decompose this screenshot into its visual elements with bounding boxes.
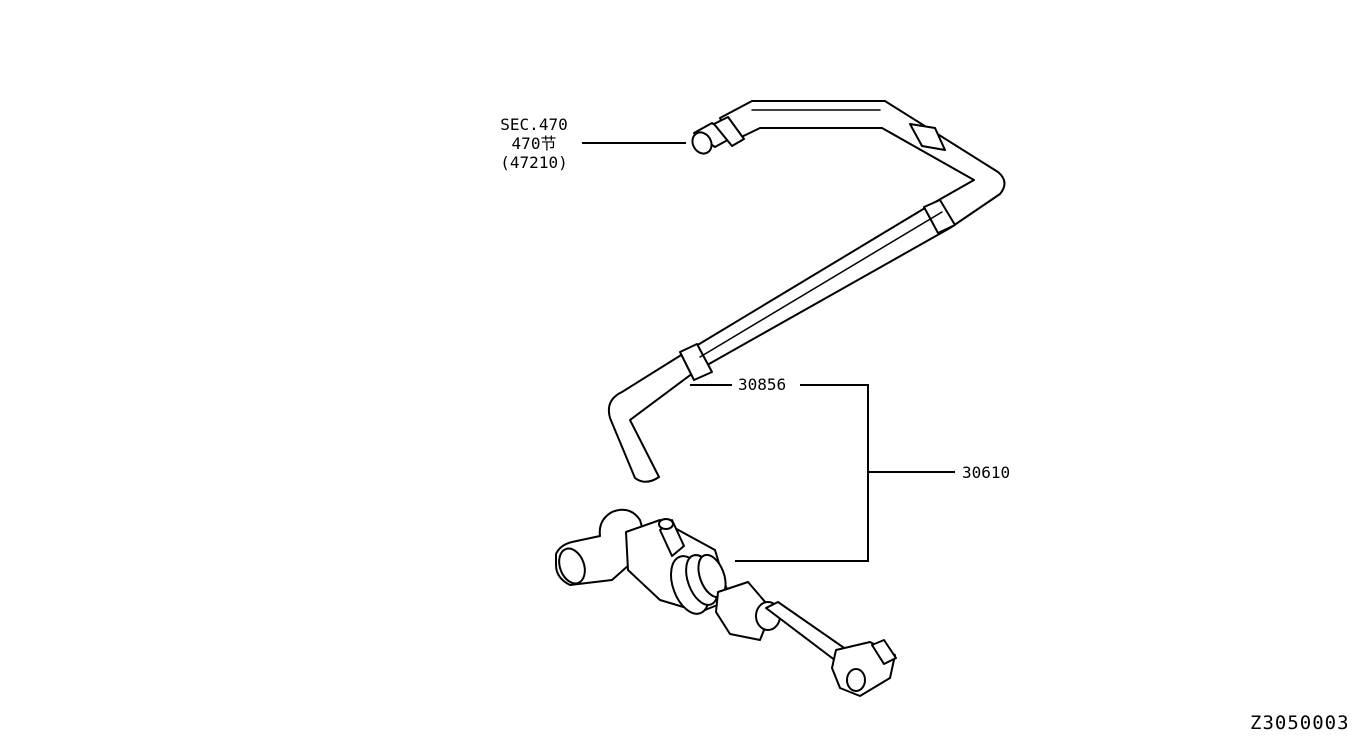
leader-bracket-cylinder [735,384,869,562]
hose-assembly [607,100,1006,483]
sec-ref-line2: 470节 [512,134,557,153]
part-number-hose: 30856 [738,375,786,394]
diagram-code: Z3050003 [1250,712,1350,734]
clutch-master-cylinder [555,508,897,697]
sec-ref-line1: SEC.470 [500,115,567,134]
sec-ref-line3: (47210) [500,153,567,172]
part-number-cylinder: 30610 [962,463,1010,482]
